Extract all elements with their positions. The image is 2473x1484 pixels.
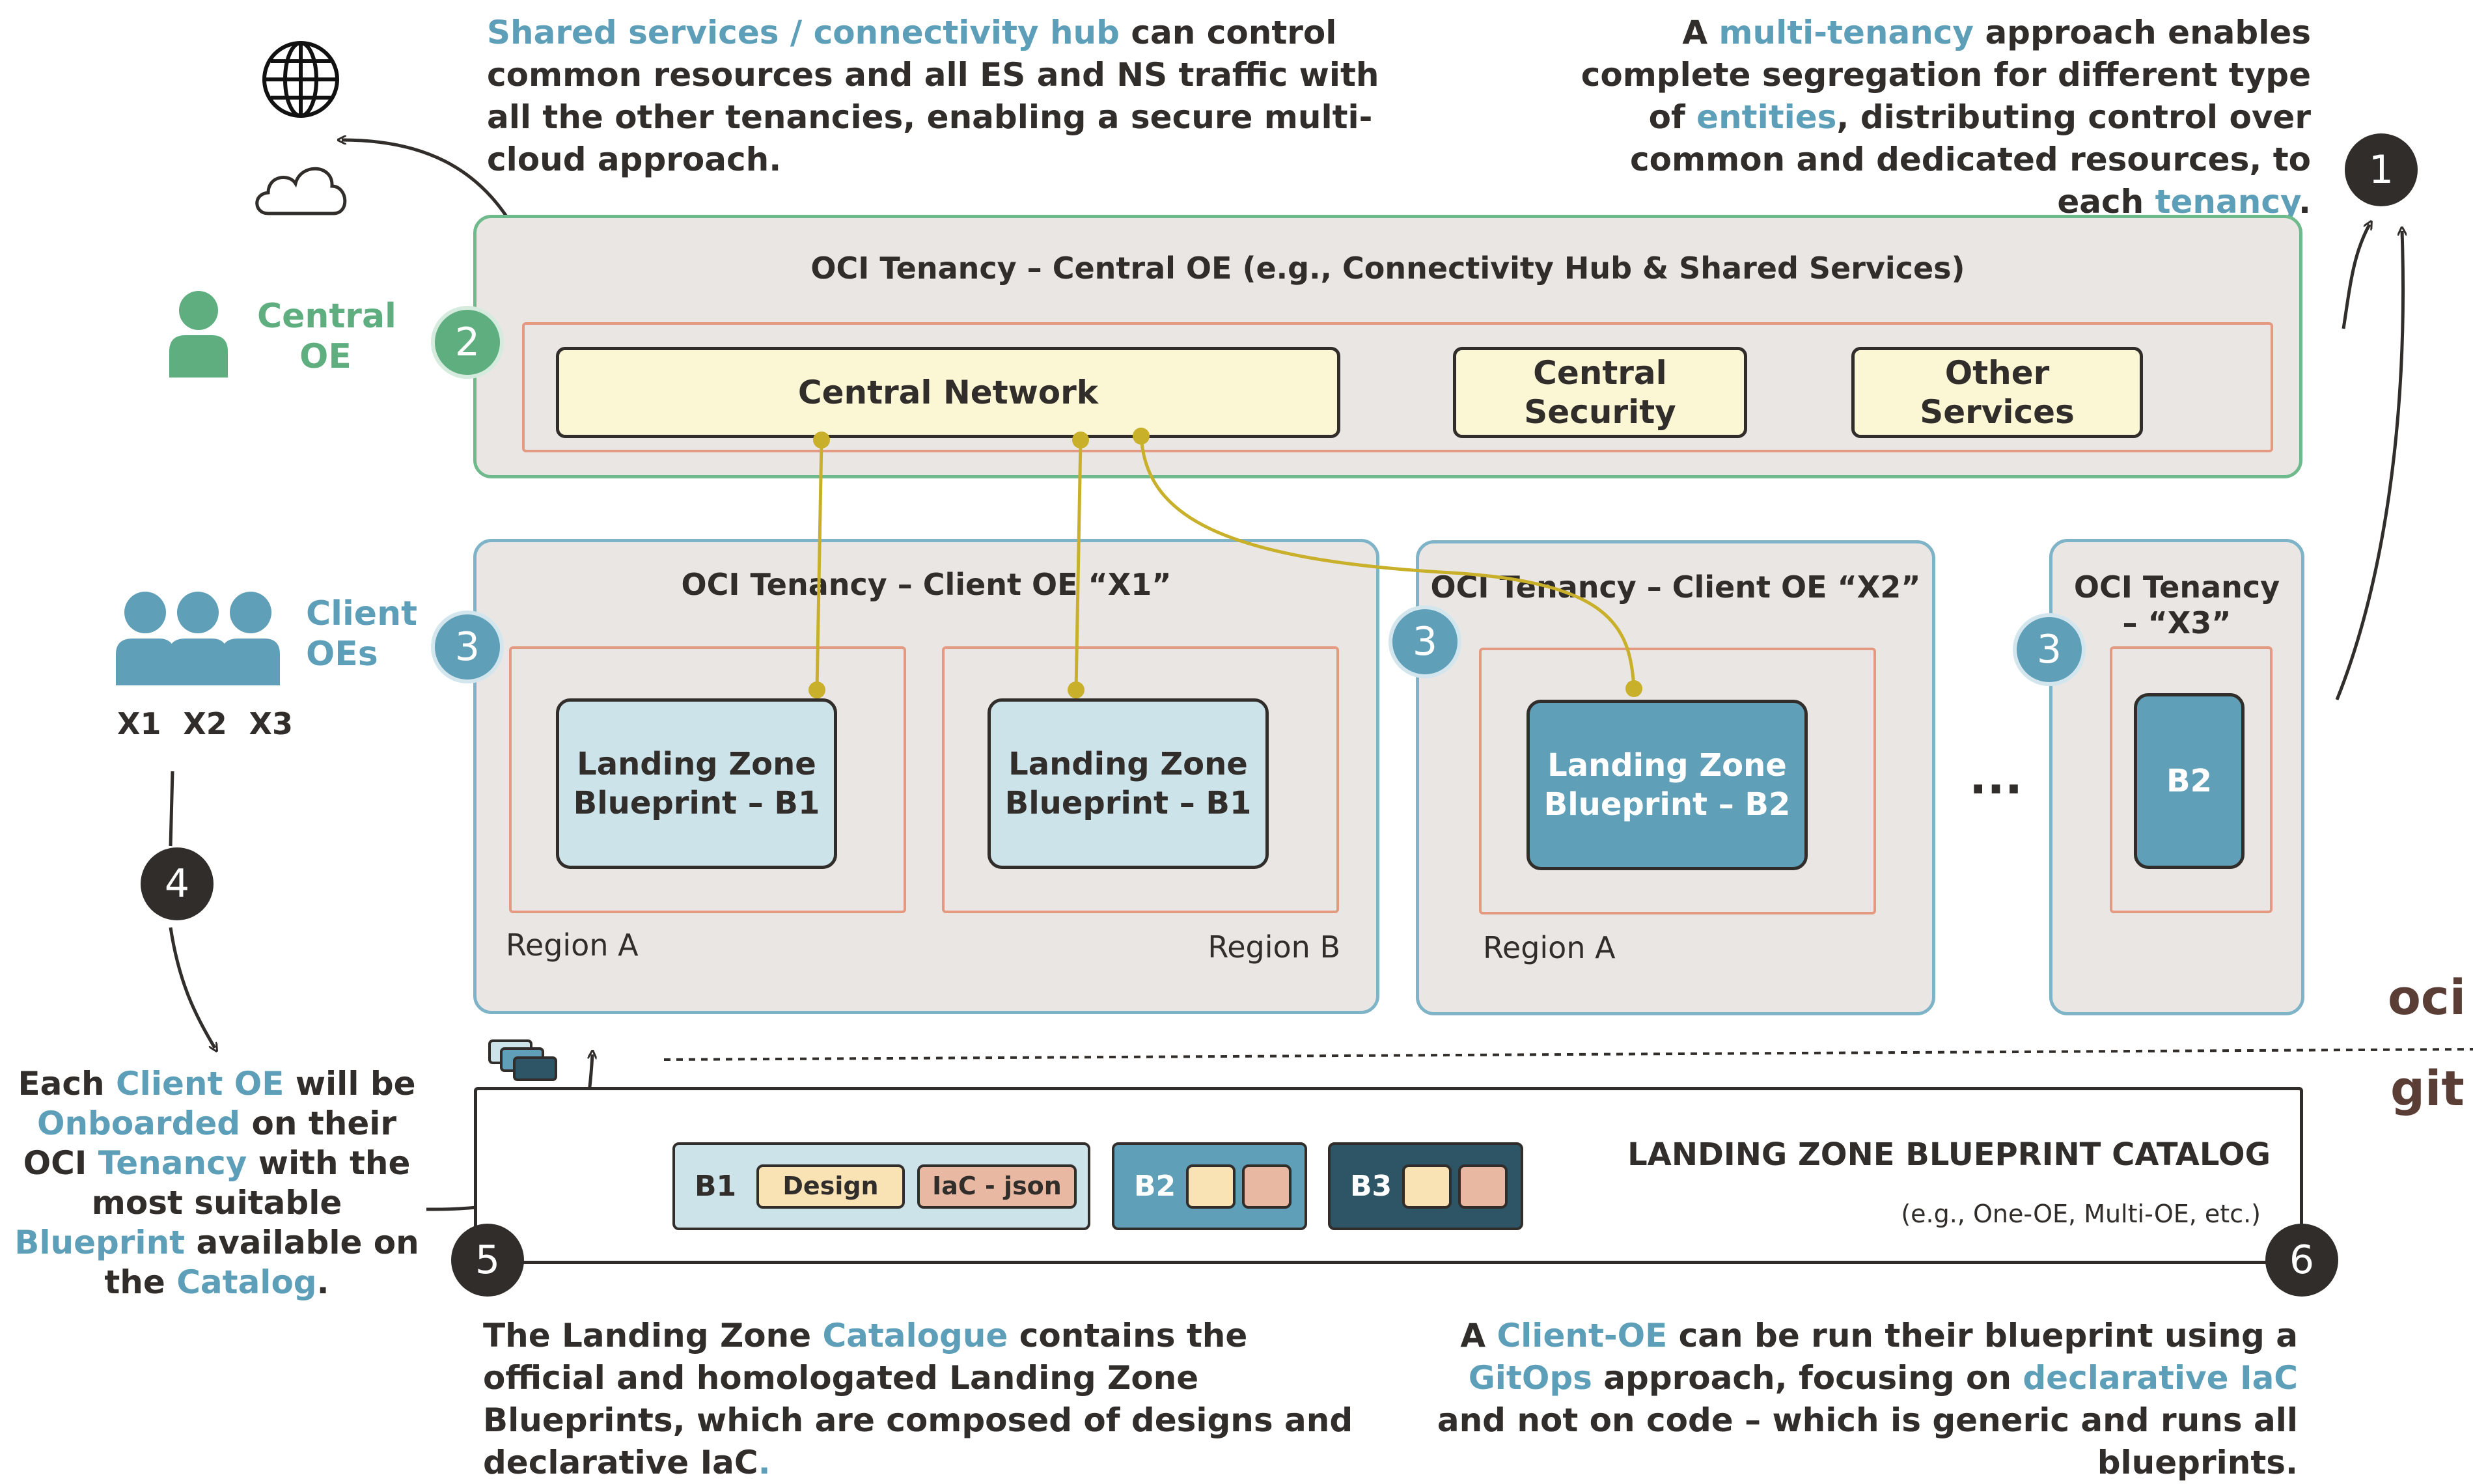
- catalog-b2-label: B2: [1134, 1169, 1176, 1203]
- connector-dot-cn-1: [813, 432, 830, 448]
- network-connector-layer: [808, 428, 1642, 698]
- tenancy-to-badge1-arrow-b: [2335, 231, 2403, 700]
- badge-2: 2: [431, 306, 504, 379]
- entities-highlight: entities: [1696, 98, 1837, 136]
- shared-services-highlight: Shared services / connectivity hub: [487, 14, 1120, 51]
- catalog-b2-design-chip[interactable]: [1186, 1164, 1236, 1209]
- central-oe-label: Central OE: [257, 297, 396, 377]
- tenancy-x3-title: OCI Tenancy – “X3”: [2073, 570, 2280, 641]
- catalog-subtitle: (e.g., One-OE, Multi-OE, etc.): [1901, 1200, 2261, 1228]
- catalog-design-chip[interactable]: Design: [756, 1164, 905, 1209]
- catalog-b1-label: B1: [695, 1169, 737, 1203]
- badge-3-x2: 3: [1388, 605, 1461, 678]
- catalog-iac-chip[interactable]: IaC - json: [917, 1164, 1077, 1209]
- tenancy-x1-region-b: [942, 646, 1339, 913]
- connector-dot-x2-lz: [1625, 680, 1642, 697]
- onboard-arrow-top: [169, 771, 174, 847]
- other-services-box: Other Services: [1851, 347, 2143, 438]
- catalogue-note: The Landing Zone Catalogue contains the …: [483, 1317, 1353, 1481]
- catalog-b3-design-chip[interactable]: [1402, 1164, 1452, 1209]
- catalog-b3-label: B3: [1350, 1169, 1392, 1203]
- layer-label-git: git: [2390, 1061, 2465, 1117]
- shared-services-text: can control common resources and all ES …: [487, 14, 1379, 178]
- badge-6: 6: [2265, 1224, 2338, 1297]
- tenancy-x2: OCI Tenancy – Client OE “X2” Landing Zon…: [1416, 540, 1935, 1015]
- catalog-b1[interactable]: B1 Design IaC - json: [672, 1142, 1090, 1230]
- central-tenancy-title: OCI Tenancy – Central OE (e.g., Connecti…: [810, 251, 1965, 286]
- gitops-note: A Client-OE can be run their blueprint u…: [1437, 1317, 2298, 1481]
- connector-dot-x1-lz2: [1068, 681, 1085, 698]
- cloud-icon: [255, 167, 347, 215]
- tenancy-x2-landing-zone: Landing Zone Blueprint – B2: [1527, 700, 1808, 870]
- person-icon: [169, 291, 228, 378]
- tenancy-x3: OCI Tenancy – “X3” B2: [2049, 539, 2304, 1015]
- tenancy-highlight: tenancy: [2155, 183, 2299, 221]
- client-id-x3: X3: [249, 706, 293, 741]
- central-tenancy: OCI Tenancy – Central OE (e.g., Connecti…: [473, 215, 2302, 478]
- people-group-icon: [116, 592, 280, 685]
- tenancy-x1-region-a: [509, 646, 906, 913]
- tenancy-x1-landing-zone-1: Landing Zone Blueprint – B1: [556, 698, 837, 869]
- central-network-box: Central Network: [556, 347, 1340, 438]
- central-tenancy-compartment: [522, 322, 2273, 452]
- tenancy-x3-landing-zone: B2: [2134, 693, 2245, 869]
- tenancy-x2-region-a: [1479, 648, 1876, 914]
- layer-label-oci: oci: [2388, 970, 2466, 1026]
- multi-tenancy-highlight: multi-tenancy: [1719, 14, 1974, 51]
- stacked-cards-icon: [488, 1039, 557, 1081]
- tenancy-x1: OCI Tenancy – Client OE “X1” Landing Zon…: [473, 539, 1379, 1014]
- tenancy-x1-title: OCI Tenancy – Client OE “X1”: [681, 567, 1172, 602]
- tenancy-x1-region-b-label: Region B: [1208, 929, 1340, 965]
- more-tenancies-ellipsis: ...: [1969, 750, 2023, 804]
- catalog-title: LANDING ZONE BLUEPRINT CATALOG: [1627, 1136, 2271, 1173]
- client-id-x2: X2: [183, 706, 227, 741]
- connector-dot-x1-lz1: [808, 681, 825, 698]
- onboard-arrow: [169, 927, 215, 1048]
- client-id-x1: X1: [117, 706, 161, 741]
- tenancy-x3-region: [2110, 646, 2273, 913]
- catalog-b3[interactable]: B3: [1328, 1142, 1523, 1230]
- tenancy-to-badge1-arrow-a: [2342, 225, 2369, 329]
- shared-services-note: Shared services / connectivity hub can c…: [487, 12, 1431, 181]
- badge-3-x1: 3: [431, 611, 504, 683]
- client-oes-label: Client OEs: [306, 594, 417, 674]
- connector-dot-cn-2: [1072, 432, 1089, 448]
- catalog-b3-iac-chip[interactable]: [1458, 1164, 1508, 1209]
- tenancy-x2-region-a-label: Region A: [1483, 930, 1616, 965]
- catalog-b2[interactable]: B2: [1112, 1142, 1307, 1230]
- client-oe-ids: X1 X2 X3: [117, 705, 293, 744]
- connector-cn-to-x2-lz: [1139, 435, 1636, 689]
- multi-tenancy-note: A multi-tenancy approach enables complet…: [1581, 14, 2311, 221]
- badge-1: 1: [2345, 133, 2418, 206]
- badge-4: 4: [141, 847, 214, 920]
- catalog-b2-iac-chip[interactable]: [1242, 1164, 1292, 1209]
- tenancy-x1-region-a-label: Region A: [506, 928, 639, 963]
- oci-git-divider: [663, 1048, 2473, 1061]
- globe-icon: [262, 41, 339, 118]
- central-security-box: Central Security: [1453, 347, 1747, 438]
- tenancy-x2-title: OCI Tenancy – Client OE “X2”: [1430, 570, 1921, 605]
- connector-cn-to-x1-lz2: [1074, 439, 1083, 691]
- onboard-note: Each Client OE will be Onboarded on thei…: [14, 1065, 419, 1301]
- blueprint-catalog: B1 Design IaC - json B2 B3 LANDING ZONE …: [474, 1087, 2303, 1264]
- badge-3-x3: 3: [2013, 613, 2086, 686]
- connector-cn-to-x1-lz1: [815, 439, 823, 691]
- tenancy-x1-landing-zone-2: Landing Zone Blueprint – B1: [988, 698, 1269, 869]
- connector-dot-cn-3: [1133, 428, 1150, 445]
- badge-5: 5: [451, 1224, 524, 1297]
